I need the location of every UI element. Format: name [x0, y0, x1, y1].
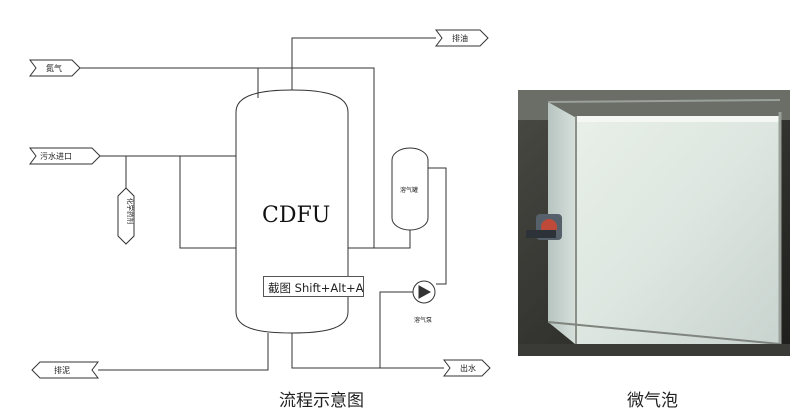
- screenshot-tooltip: 截图 Shift+Alt+A: [263, 276, 364, 297]
- dissolving-tank-icon: [391, 147, 429, 231]
- sludge-drain-line: [98, 333, 269, 371]
- chem-dosing-tag: [117, 187, 135, 245]
- water-out-tag: [443, 359, 491, 377]
- vessel-label: CDFU: [262, 203, 330, 228]
- chem-dosing-label: 化学药剂: [126, 198, 135, 224]
- photo-illustration: [518, 90, 790, 356]
- diagram-caption: 流程示意图: [279, 391, 364, 411]
- recycle-line: [348, 230, 411, 249]
- water-out-label: 出水: [460, 363, 476, 373]
- cdfu-vessel: [235, 89, 349, 334]
- sewage-inlet-tag: [29, 147, 101, 165]
- nitrogen-label: 氮气: [46, 63, 62, 73]
- nitrogen-tag: [29, 59, 81, 77]
- microbubble-photo: [518, 90, 790, 356]
- sludge-drain-label: 排泥: [54, 365, 70, 375]
- sludge-drain-tag: [31, 361, 99, 379]
- sewage-inlet-label: 污水进口: [40, 151, 72, 161]
- pump-label: 溶气泵: [414, 316, 432, 324]
- water-out-line: [291, 333, 380, 369]
- dissolving-tank-label: 溶气罐: [400, 186, 418, 194]
- oil-drain-line: [291, 37, 436, 90]
- oil-drain-tag: [435, 29, 489, 47]
- oil-drain-label: 排油: [452, 33, 468, 43]
- nitrogen-line: [80, 67, 375, 248]
- photo-caption: 微气泡: [627, 391, 678, 411]
